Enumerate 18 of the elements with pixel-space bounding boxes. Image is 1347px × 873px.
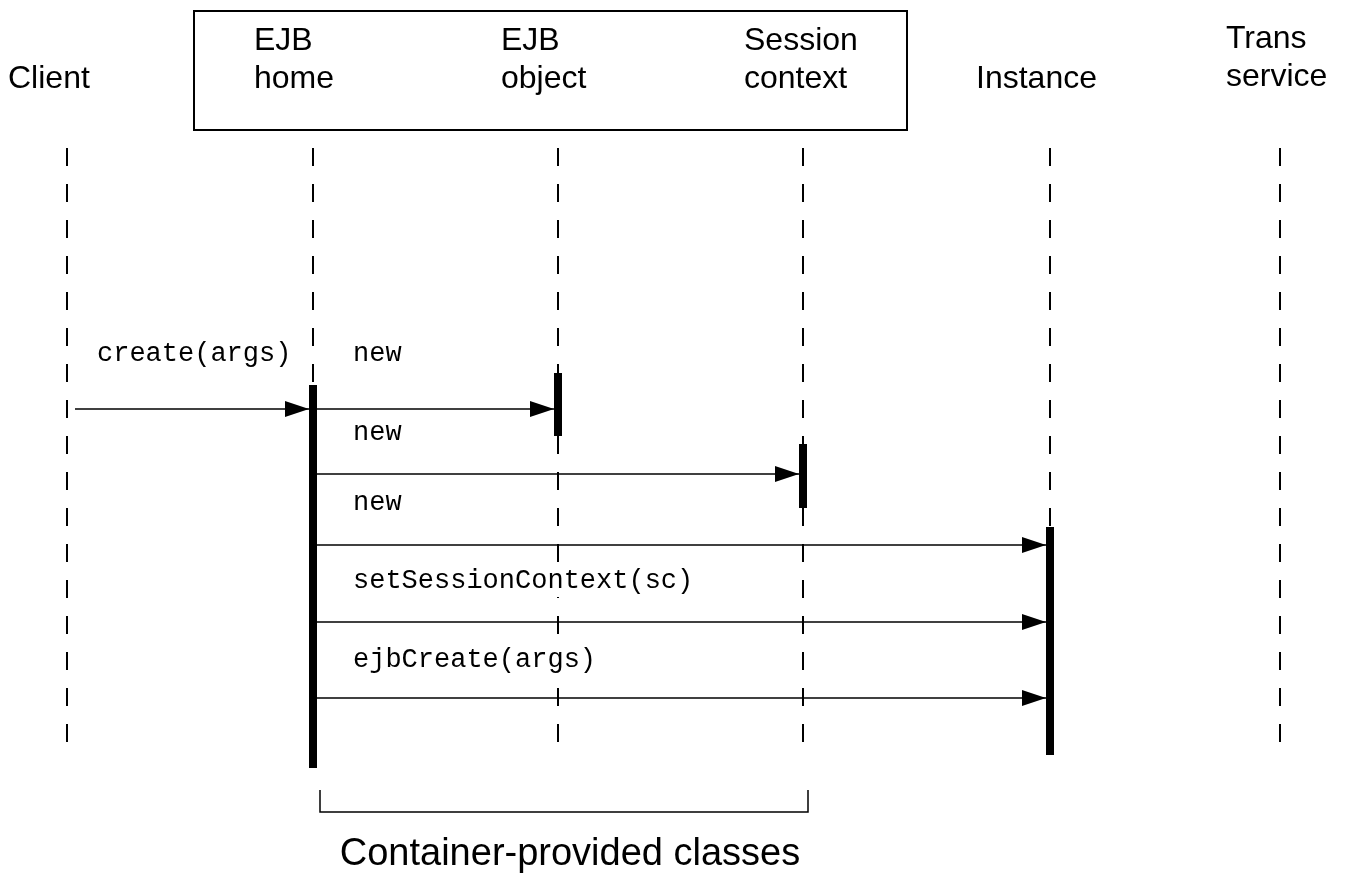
message-arrow [316,537,1047,553]
message-arrow [316,466,800,482]
lifeline-header: Trans service [1226,18,1346,94]
lifeline-header: EJB home [254,20,374,96]
lifeline-header: Client [8,58,128,96]
activation-bar [799,444,807,508]
lifeline-header: Instance [976,58,1126,96]
group-caption: Container-provided classes [338,830,802,873]
message-arrow [316,401,555,417]
message-arrow [316,690,1047,706]
lifeline-header: EJB object [501,20,621,96]
container-frame [193,10,908,131]
message-arrow [74,401,310,417]
message-arrow [316,614,1047,630]
activation-bar [309,385,317,768]
lifeline-header: Session context [744,20,894,96]
activation-bar [1046,527,1054,755]
activation-bar [554,373,562,436]
